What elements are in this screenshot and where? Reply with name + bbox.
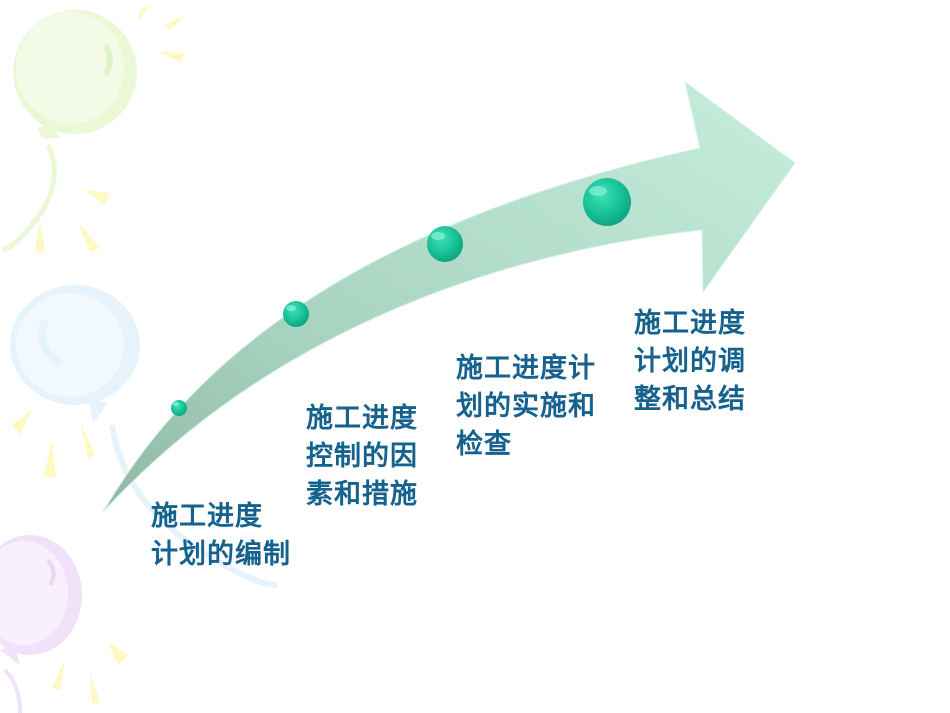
stage-3-label: 施工进度计 划的实施和 检查 [456,350,596,464]
stage-3-line-3: 检查 [456,429,512,460]
stage-2-line-2: 控制的因 [306,441,418,472]
marker-2 [283,301,309,327]
stage-2-line-1: 施工进度 [306,403,418,434]
balloon-purple-decoration [0,535,128,713]
stage-2-line-3: 素和措施 [306,479,418,510]
stage-4-label: 施工进度 计划的调 整和总结 [634,305,746,419]
stage-1-label: 施工进度 计划的编制 [151,498,291,574]
marker-1 [171,400,187,416]
stage-4-line-1: 施工进度 [634,308,746,339]
stage-2-label: 施工进度 控制的因 素和措施 [306,400,418,514]
stage-3-line-2: 划的实施和 [456,391,596,422]
stage-3-line-1: 施工进度计 [456,353,596,384]
balloon-green-decoration [2,5,185,253]
stage-1-line-2: 计划的编制 [151,539,291,570]
stage-4-line-2: 计划的调 [634,346,746,377]
marker-4 [583,178,631,226]
growth-arrow [102,80,796,513]
balloon-blue-decoration [10,285,278,588]
stage-1-line-1: 施工进度 [151,501,263,532]
marker-3 [427,226,463,262]
stage-4-line-3: 整和总结 [634,384,746,415]
